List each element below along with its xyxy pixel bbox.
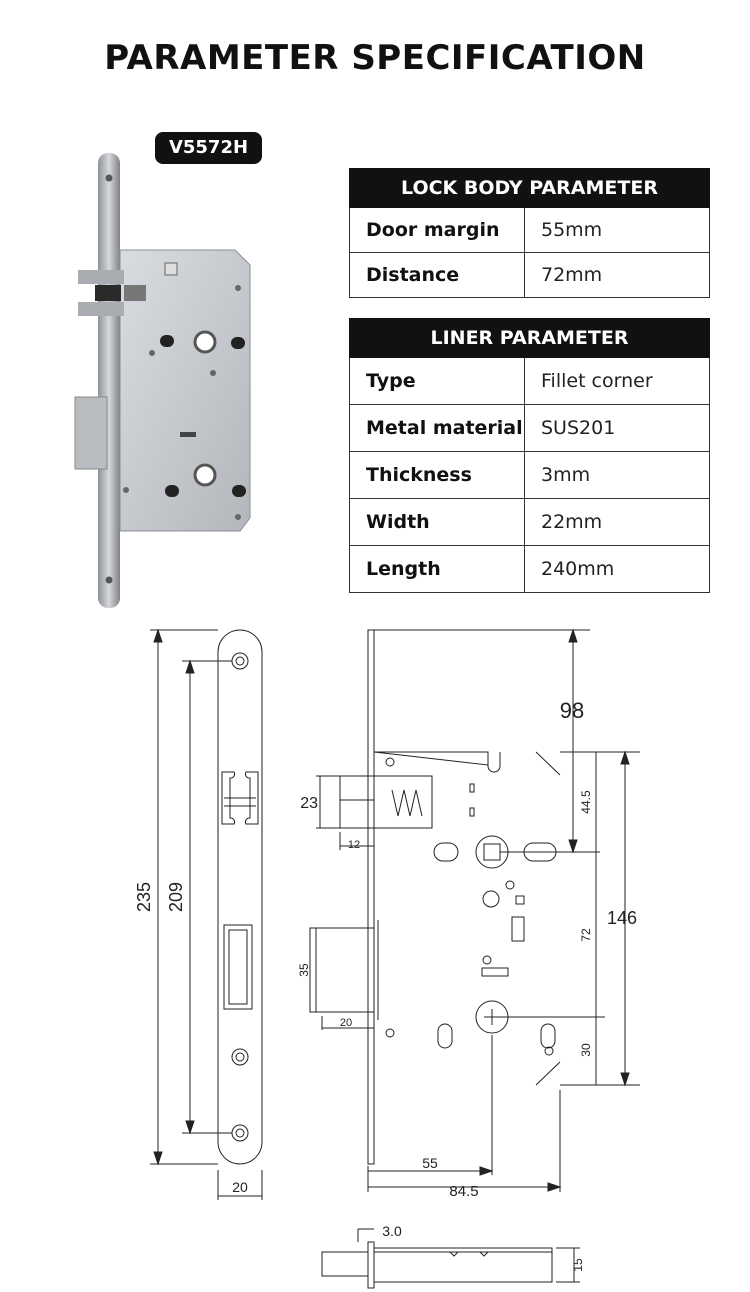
dim-case-height: 98 xyxy=(560,698,584,723)
liner-table: LINER PARAMETER Type Fillet corner Metal… xyxy=(349,318,710,593)
technical-drawing: 235 209 20 98 44.5 72 30 146 23 12 xyxy=(134,628,640,1289)
deadbolt xyxy=(74,396,108,470)
row-label: Door margin xyxy=(349,207,525,253)
table-row: Width 22mm xyxy=(349,498,710,546)
dim-latch-height: 23 xyxy=(300,795,318,812)
row-value: SUS201 xyxy=(524,404,710,452)
dim-plate-thickness: 3.0 xyxy=(382,1223,402,1239)
dim-hole-spacing: 209 xyxy=(166,882,186,912)
lock-body-header: LOCK BODY PARAMETER xyxy=(349,168,710,208)
faceplate-front xyxy=(217,629,263,1165)
row-label: Metal material xyxy=(349,404,525,452)
dim-bottom: 30 xyxy=(579,1043,593,1057)
table-row: Thickness 3mm xyxy=(349,451,710,499)
dim-faceplate-width: 20 xyxy=(232,1179,248,1195)
row-label: Distance xyxy=(349,252,525,298)
dim-backset-top: 44.5 xyxy=(579,790,593,814)
page-title: PARAMETER SPECIFICATION xyxy=(104,38,646,78)
lock-case xyxy=(119,249,251,532)
row-label: Thickness xyxy=(349,451,525,499)
table-row: Metal material SUS201 xyxy=(349,404,710,452)
row-value: 240mm xyxy=(524,545,710,593)
row-value: 72mm xyxy=(524,252,710,298)
table-row: Type Fillet corner xyxy=(349,357,710,405)
row-label: Width xyxy=(349,498,525,546)
row-value: 22mm xyxy=(524,498,710,546)
liner-header: LINER PARAMETER xyxy=(349,318,710,358)
row-value: Fillet corner xyxy=(524,357,710,405)
faceplate xyxy=(98,153,120,608)
lock-body-table: LOCK BODY PARAMETER Door margin 55mm Dis… xyxy=(349,168,710,298)
row-value: 55mm xyxy=(524,207,710,253)
dim-case-width: 84.5 xyxy=(449,1183,478,1200)
row-label: Type xyxy=(349,357,525,405)
table-row: Length 240mm xyxy=(349,545,710,593)
dim-bolt-height: 35 xyxy=(297,963,311,977)
dim-latch-throw: 12 xyxy=(348,839,360,851)
dim-distance: 72 xyxy=(579,928,593,942)
side-plate xyxy=(367,629,375,1165)
top-view-body xyxy=(373,1247,553,1283)
table-row: Door margin 55mm xyxy=(349,207,710,253)
row-value: 3mm xyxy=(524,451,710,499)
row-label: Length xyxy=(349,545,525,593)
table-row: Distance 72mm xyxy=(349,252,710,298)
dim-faceplate-length: 235 xyxy=(134,882,154,912)
dim-overall: 146 xyxy=(607,908,637,928)
model-badge: V5572H xyxy=(155,132,262,164)
dim-backset: 55 xyxy=(422,1155,438,1171)
lock-photo xyxy=(74,153,251,608)
dim-body-thickness: 15 xyxy=(571,1258,585,1272)
dim-bolt-throw: 20 xyxy=(340,1017,352,1029)
